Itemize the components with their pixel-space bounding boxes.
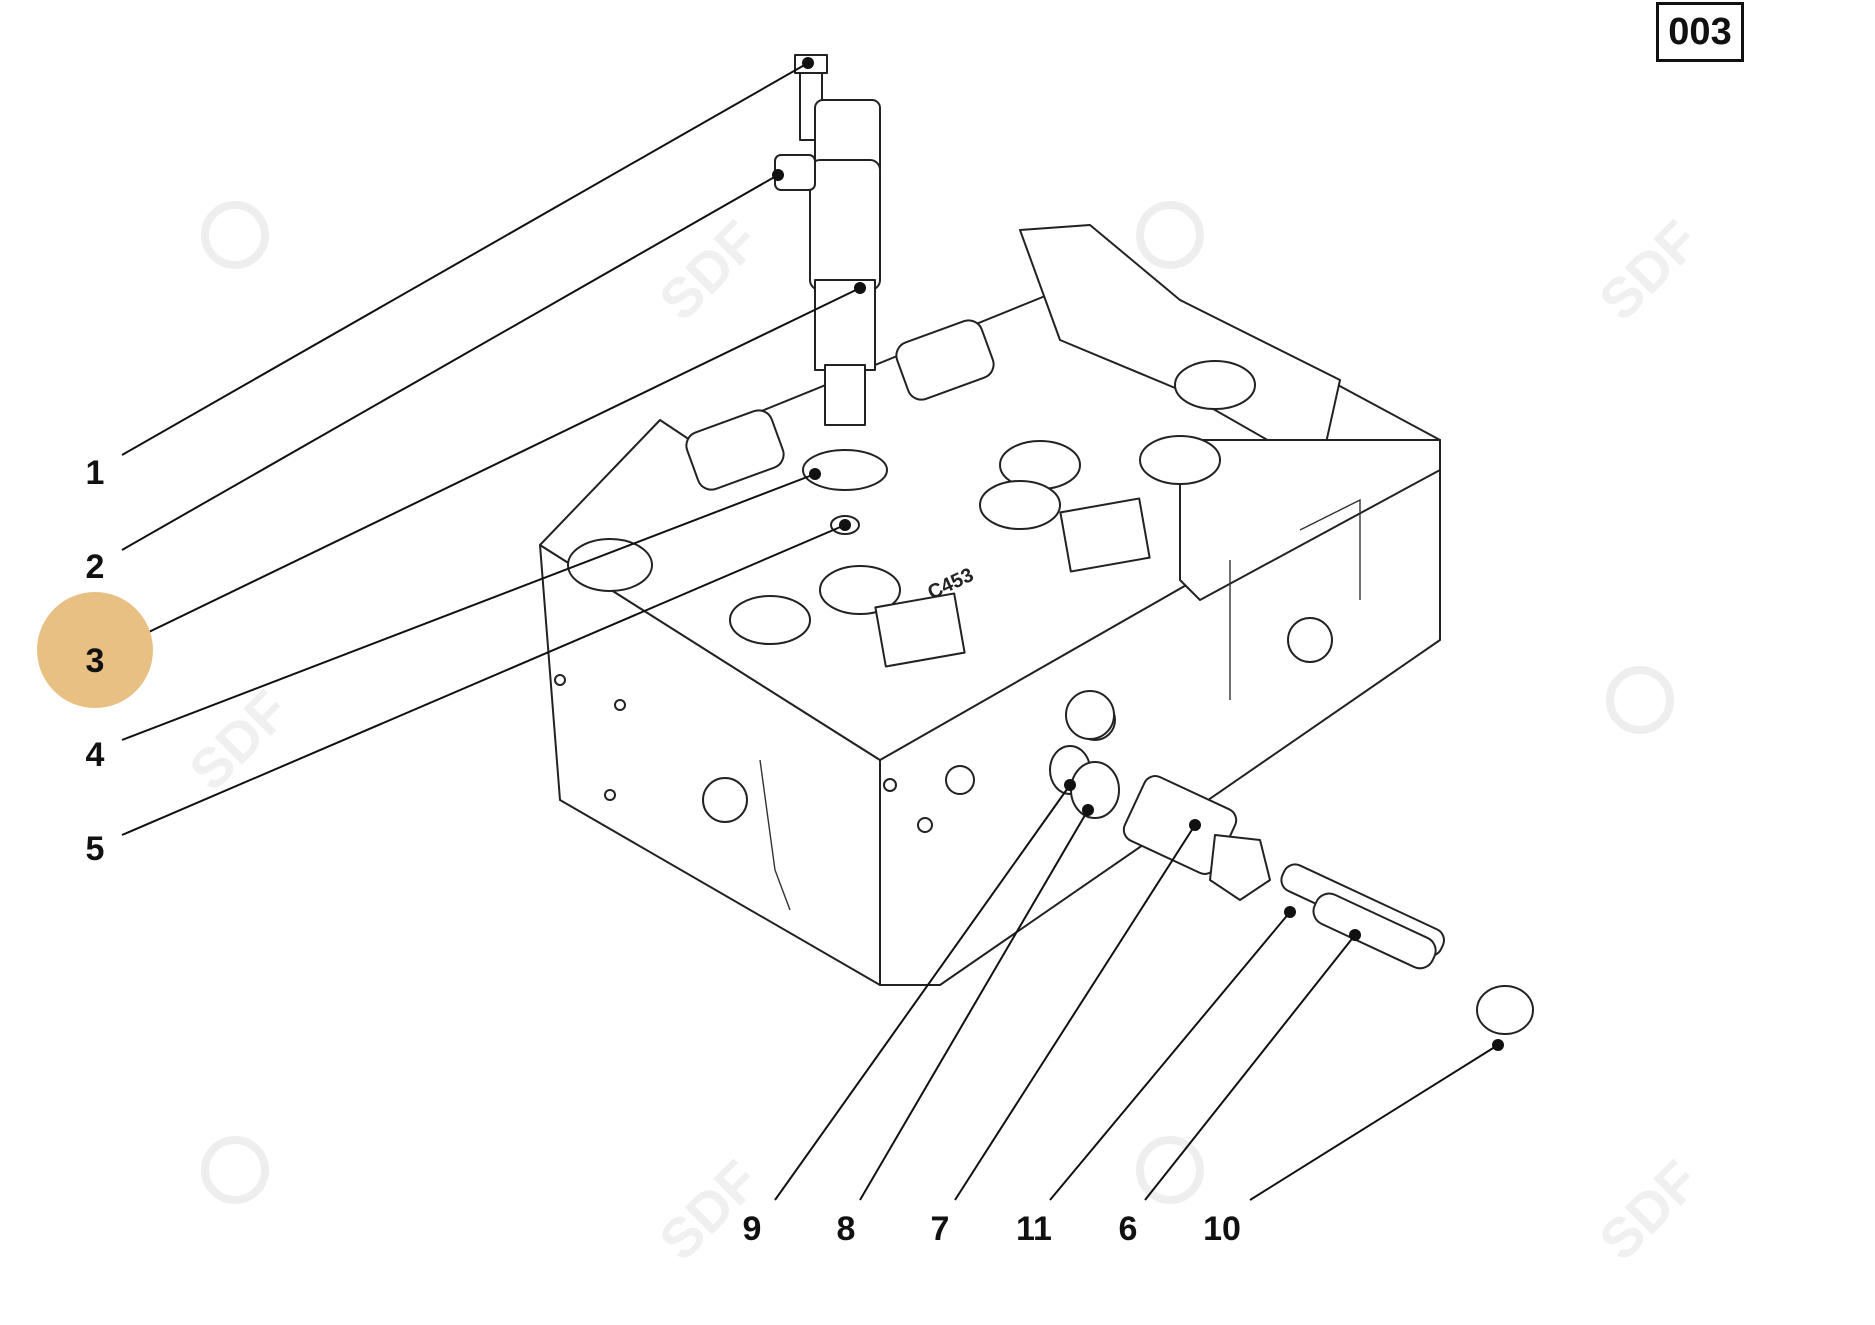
callout-9[interactable]: 9	[743, 1210, 762, 1248]
watermark-text: SDF	[177, 678, 301, 802]
sdf-logo-icon	[1606, 666, 1674, 734]
leader-dot-10	[1492, 1039, 1504, 1051]
sensor-6	[1312, 892, 1437, 970]
injector-assembly	[774, 54, 888, 535]
leader-2	[121, 174, 779, 551]
face-hole	[1287, 617, 1333, 663]
leader-5	[121, 524, 846, 836]
callout-1[interactable]: 1	[86, 454, 105, 492]
callout-11[interactable]: 11	[1016, 1210, 1052, 1248]
bolt-hole	[883, 778, 897, 792]
callout-8[interactable]: 8	[837, 1210, 856, 1248]
leader-11	[1049, 911, 1291, 1201]
valve-seat-3	[979, 480, 1061, 530]
valve-seat-5	[729, 595, 811, 645]
valve-seat-6	[819, 565, 901, 615]
leader-7	[954, 824, 1196, 1201]
injector-seal-ring	[802, 449, 888, 491]
adapter-nut	[1209, 834, 1271, 901]
valve-seat-4	[1139, 435, 1221, 485]
callout-4[interactable]: 4	[86, 736, 105, 774]
leader-4	[121, 473, 816, 741]
leader-dot-4	[809, 468, 821, 480]
leader-dot-1	[802, 57, 814, 69]
side-components	[1049, 745, 1534, 1035]
sdf-logo-icon	[201, 201, 269, 269]
rocker-block-2	[874, 592, 966, 668]
leader-3	[121, 287, 861, 646]
callout-labels: 1 2 3 4 5 9 8 7 11 6 10	[86, 454, 1241, 1248]
casting-rib	[759, 759, 791, 911]
callout-10[interactable]: 10	[1203, 1210, 1241, 1248]
bolt-hole	[614, 699, 626, 711]
leader-9	[774, 784, 1071, 1201]
gallery-port	[1065, 690, 1115, 740]
page-number-box: 003	[1656, 2, 1744, 62]
port-top-2	[685, 409, 785, 491]
watermark-text: SDF	[647, 208, 771, 332]
injector-nozzle	[824, 364, 866, 426]
leader-6	[1144, 934, 1356, 1201]
leader-8	[859, 809, 1089, 1201]
leader-dot-9	[1064, 779, 1076, 791]
leader-lines	[121, 57, 1504, 1201]
bolt-hole	[554, 674, 566, 686]
leader-dot-8	[1082, 804, 1094, 816]
sdf-logo-icon	[1136, 1136, 1204, 1204]
plug-10	[1476, 985, 1534, 1035]
port-top-1	[895, 319, 995, 401]
injector-body	[809, 159, 881, 291]
bolt-hole	[917, 817, 933, 833]
face-hole	[945, 765, 975, 795]
rocker-housing	[1019, 224, 1341, 471]
leader-10	[1249, 1044, 1499, 1201]
injector-lower-body	[814, 279, 876, 371]
bolt-hole	[604, 789, 616, 801]
leader-dot-2	[772, 169, 784, 181]
leader-dot-3	[854, 282, 866, 294]
leader-1	[121, 62, 809, 456]
head-rim	[1179, 439, 1441, 601]
callout-2[interactable]: 2	[86, 548, 105, 586]
watermark-text: SDF	[1587, 1148, 1711, 1272]
sdf-logo-icon	[1136, 201, 1204, 269]
callout-7[interactable]: 7	[931, 1210, 950, 1248]
page-number: 003	[1668, 10, 1732, 53]
leader-dot-5	[839, 519, 851, 531]
o-ring-8	[1070, 761, 1120, 819]
valve-seat-2	[1174, 360, 1256, 410]
cylinder-head: C453	[539, 224, 1441, 986]
leader-dot-7	[1189, 819, 1201, 831]
watermark-text: SDF	[1587, 208, 1711, 332]
face-hole	[702, 777, 748, 823]
valve-seat-7	[567, 538, 653, 592]
callout-5[interactable]: 5	[86, 830, 105, 868]
callout-6[interactable]: 6	[1119, 1210, 1138, 1248]
rocker-block-1	[1059, 497, 1151, 573]
callout-highlight	[37, 592, 153, 708]
casting-rib	[1299, 498, 1361, 600]
leader-dot-11	[1284, 906, 1296, 918]
leader-dot-6	[1349, 929, 1361, 941]
sdf-logo-icon	[201, 1136, 269, 1204]
callout-3[interactable]: 3	[86, 642, 105, 680]
